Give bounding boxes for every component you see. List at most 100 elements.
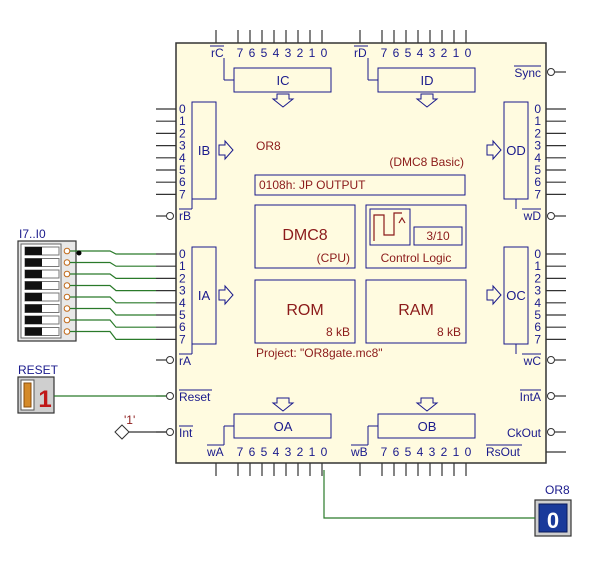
bit-label: 5 <box>405 46 412 60</box>
port-oc-label: OC <box>506 288 526 303</box>
signal-wc: wC <box>523 354 542 368</box>
dip-switch-lever <box>25 304 42 313</box>
reset-button-value: 1 <box>38 386 51 413</box>
output-display: 0 <box>534 499 572 537</box>
input-wire <box>70 319 156 328</box>
bit-label: 1 <box>309 445 316 459</box>
bit-label: 1 <box>453 445 460 459</box>
dip-switch-lever <box>25 247 42 255</box>
bit-label: 4 <box>179 296 186 310</box>
port-oa: OA <box>233 397 332 439</box>
dip-switch-lever <box>25 327 42 336</box>
chip-variant: (DMC8 Basic) <box>389 155 464 169</box>
bit-label: 5 <box>179 308 186 322</box>
cpu-sub: (CPU) <box>317 251 350 265</box>
dip-switch-lever <box>25 281 42 290</box>
bit-label: 1 <box>534 114 541 128</box>
bit-label: 2 <box>297 445 304 459</box>
signal-wa: wA <box>206 445 224 459</box>
right-arrow-icon <box>218 284 234 306</box>
bit-label: 1 <box>453 46 460 60</box>
switch-output-terminal <box>63 293 71 301</box>
port-ib: IB <box>191 101 234 200</box>
port-ic-label: IC <box>277 73 290 88</box>
bit-label: 7 <box>381 445 388 459</box>
bit-label: 4 <box>534 151 541 165</box>
switch-bank[interactable] <box>17 240 77 342</box>
bit-label: 4 <box>273 445 280 459</box>
const-input-label: '1' <box>124 413 135 427</box>
bit-label: 4 <box>417 46 424 60</box>
inverter-bubble <box>166 392 174 400</box>
bit-label: 0 <box>534 247 541 261</box>
port-ic: IC <box>233 67 332 108</box>
inverter-bubble <box>547 68 555 76</box>
inverter-bubble <box>547 212 555 220</box>
chip-body <box>175 42 547 464</box>
switch-output-terminal <box>63 259 71 266</box>
input-wire <box>70 296 156 304</box>
right-arrow-icon <box>218 139 234 161</box>
instruction-text: 0108h: JP OUTPUT <box>259 178 366 192</box>
bit-label: 0 <box>465 445 472 459</box>
rom-label: ROM <box>286 302 323 319</box>
bit-label: 6 <box>534 175 541 189</box>
reset-button[interactable]: 1 <box>17 376 55 414</box>
input-wire <box>70 250 156 255</box>
bit-label: 3 <box>285 46 292 60</box>
bit-label: 7 <box>534 187 541 201</box>
dip-switch-lever <box>25 258 42 267</box>
bit-label: 4 <box>273 46 280 60</box>
bit-label: 5 <box>534 308 541 322</box>
bit-label: 2 <box>179 126 186 140</box>
bit-label: 5 <box>405 445 412 459</box>
dip-switch-lever <box>25 270 42 278</box>
bit-label: 2 <box>441 445 448 459</box>
inverter-bubble <box>166 356 174 364</box>
down-arrow-icon <box>415 397 439 412</box>
bit-label: 0 <box>534 102 541 116</box>
bit-label: 3 <box>285 445 292 459</box>
project-name: Project: "OR8gate.mc8" <box>256 346 383 360</box>
switch-output-terminal <box>63 316 71 324</box>
switch-output-terminal <box>63 270 71 278</box>
signal-ra: rA <box>179 354 191 368</box>
bit-label: 3 <box>534 139 541 153</box>
bit-label: 7 <box>179 187 186 201</box>
switch-output-terminal <box>63 282 71 289</box>
port-ib-label: IB <box>198 143 210 158</box>
bit-label: 3 <box>179 139 186 153</box>
bit-label: 3 <box>534 284 541 298</box>
bit-label: 1 <box>179 259 186 273</box>
bit-label: 6 <box>179 320 186 334</box>
port-ob-label: OB <box>418 419 437 434</box>
junction-dot <box>76 250 82 256</box>
dip-switch-lever <box>25 316 42 324</box>
input-wires <box>70 250 156 340</box>
bit-label: 7 <box>534 332 541 346</box>
signal-rb: rB <box>179 209 191 223</box>
ram-block <box>365 279 467 344</box>
bit-label: 6 <box>179 175 186 189</box>
bit-label: 7 <box>237 445 244 459</box>
bit-label: 2 <box>441 46 448 60</box>
switch-output-terminal <box>63 328 71 335</box>
bit-label: 7 <box>179 332 186 346</box>
bit-label: 7 <box>237 46 244 60</box>
port-oc: OC <box>486 246 529 345</box>
bit-label: 7 <box>381 46 388 60</box>
bit-label: 0 <box>321 445 328 459</box>
inverter-bubble <box>547 356 555 364</box>
port-od-label: OD <box>506 143 526 158</box>
bit-label: 0 <box>179 247 186 261</box>
signal-int: Int <box>179 426 193 440</box>
bit-label: 2 <box>534 126 541 140</box>
control-value-box <box>413 226 463 246</box>
signal-ckout: CkOut <box>507 426 542 440</box>
bit-label: 6 <box>249 445 256 459</box>
